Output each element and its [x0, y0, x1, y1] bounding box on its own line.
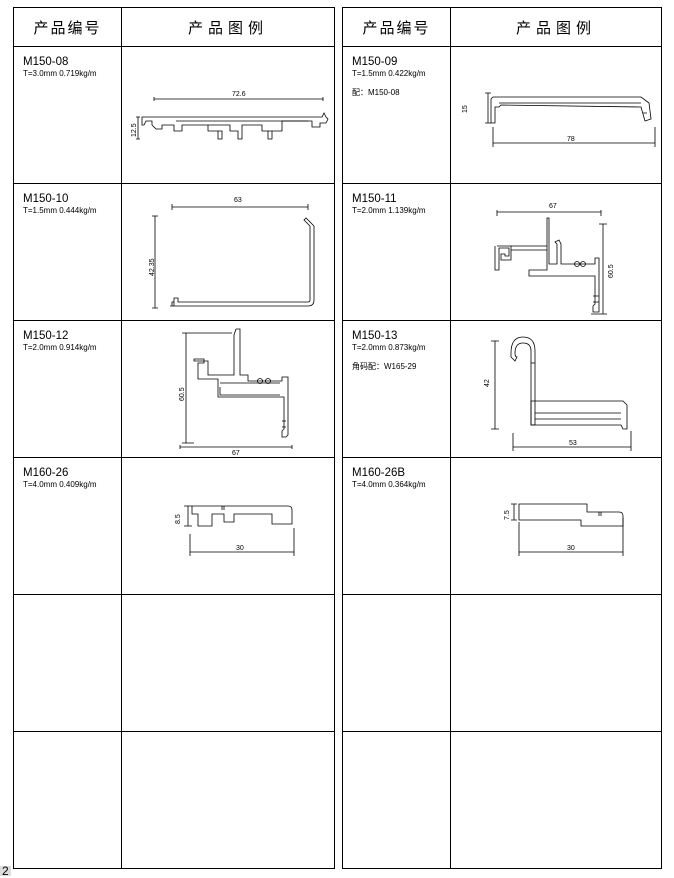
dimension-width: 63 [234, 197, 242, 204]
profile-figure: 7.5 30 [451, 458, 661, 594]
table-header: 产品编号 产品图例 [343, 8, 661, 47]
dimension-width: 53 [569, 440, 577, 447]
code-cell: M160-26 T=4.0mm 0.409kg/m [14, 458, 122, 594]
code-cell: M150-12 T=2.0mm 0.914kg/m [14, 321, 122, 457]
product-code: M150-09 [352, 56, 398, 68]
dimension-width: 30 [567, 545, 575, 552]
dimension-width: 78 [567, 136, 575, 143]
code-cell: M150-11 T=2.0mm 1.139kg/m [343, 184, 451, 320]
profile-figure [122, 732, 334, 868]
dimension-width: 67 [232, 450, 240, 457]
product-spec: T=1.5mm 0.422kg/m [352, 69, 426, 78]
dimension-height: 42.35 [149, 258, 156, 276]
table-row [343, 595, 661, 732]
profile-figure [122, 595, 334, 731]
code-cell: M150-13 T=2.0mm 0.873kg/m 角码配：W165-29 [343, 321, 451, 457]
product-note: 配：M150-08 [352, 88, 400, 97]
table-row: M150-11 T=2.0mm 1.139kg/m 67 60.5 [343, 184, 661, 321]
code-cell [343, 595, 451, 731]
dimension-height: 12.5 [131, 123, 138, 137]
code-cell: M160-26B T=4.0mm 0.364kg/m [343, 458, 451, 594]
table-row: M160-26B T=4.0mm 0.364kg/m 7.5 30 [343, 458, 661, 595]
table-header: 产品编号 产品图例 [14, 8, 334, 47]
profile-figure [451, 732, 661, 868]
code-cell [343, 732, 451, 868]
profile-figure: 67 60.5 [451, 184, 661, 320]
profile-figure: 60.5 67 [122, 321, 334, 457]
table-row [343, 732, 661, 868]
product-code: M150-10 [23, 193, 69, 205]
product-spec: T=2.0mm 1.139kg/m [352, 206, 426, 215]
table-row: M150-13 T=2.0mm 0.873kg/m 角码配：W165-29 42… [343, 321, 661, 458]
profile-figure [451, 595, 661, 731]
dimension-width: 67 [549, 203, 557, 210]
table-row: M160-26 T=4.0mm 0.409kg/m 8.5 30 [14, 458, 334, 595]
header-product-figure: 产品图例 [515, 19, 596, 37]
dimension-width: 30 [236, 545, 244, 552]
product-spec: T=2.0mm 0.914kg/m [23, 343, 97, 352]
dimension-height: 42 [484, 379, 491, 387]
product-note: 角码配：W165-29 [352, 362, 417, 371]
header-product-code: 产品编号 [14, 8, 122, 46]
product-code: M150-11 [352, 193, 397, 205]
product-spec: T=4.0mm 0.364kg/m [352, 480, 426, 489]
code-cell [14, 595, 122, 731]
product-spec: T=4.0mm 0.409kg/m [23, 480, 97, 489]
table-row: M150-08 T=3.0mm 0.719kg/m 72.6 12.5 [14, 47, 334, 184]
table-row: M150-12 T=2.0mm 0.914kg/m 60.5 67 [14, 321, 334, 458]
code-cell: M150-10 T=1.5mm 0.444kg/m [14, 184, 122, 320]
header-product-code: 产品编号 [343, 8, 451, 46]
dimension-height: 8.5 [175, 514, 182, 524]
product-code: M150-12 [23, 330, 69, 342]
code-cell: M150-09 T=1.5mm 0.422kg/m 配：M150-08 [343, 47, 451, 183]
header-product-figure: 产品图例 [187, 19, 268, 37]
dimension-height: 15 [462, 105, 469, 113]
profile-figure: 72.6 12.5 [122, 47, 334, 183]
table-row: M150-09 T=1.5mm 0.422kg/m 配：M150-08 15 7… [343, 47, 661, 184]
profile-figure: 8.5 30 [122, 458, 334, 594]
dimension-height: 7.5 [504, 510, 511, 520]
left-product-table: 产品编号 产品图例 M150-08 T=3.0mm 0.719kg/m 72.6… [13, 7, 335, 869]
dimension-height: 60.5 [179, 387, 186, 401]
table-row: M150-10 T=1.5mm 0.444kg/m 63 42.35 [14, 184, 334, 321]
product-code: M160-26 [23, 467, 69, 479]
dimension-width: 72.6 [232, 91, 246, 98]
product-spec: T=2.0mm 0.873kg/m [352, 343, 426, 352]
page-number: 2 [0, 864, 11, 878]
dimension-height: 60.5 [608, 264, 615, 278]
table-row [14, 732, 334, 868]
profile-figure: 63 42.35 [122, 184, 334, 320]
product-spec: T=1.5mm 0.444kg/m [23, 206, 97, 215]
product-spec: T=3.0mm 0.719kg/m [23, 69, 97, 78]
profile-figure: 15 78 [451, 47, 661, 183]
product-code: M150-08 [23, 56, 69, 68]
code-cell [14, 732, 122, 868]
product-code: M160-26B [352, 467, 406, 479]
right-product-table: 产品编号 产品图例 M150-09 T=1.5mm 0.422kg/m 配：M1… [342, 7, 662, 869]
code-cell: M150-08 T=3.0mm 0.719kg/m [14, 47, 122, 183]
product-code: M150-13 [352, 330, 398, 342]
profile-figure: 42 53 [451, 321, 661, 457]
table-row [14, 595, 334, 732]
